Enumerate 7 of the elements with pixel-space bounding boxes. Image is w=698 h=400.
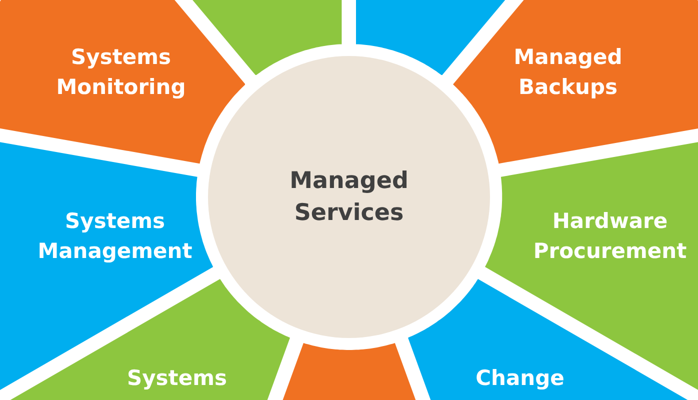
center-title: Managed Services <box>288 167 410 228</box>
segment-label: Change <box>474 364 566 392</box>
segment-label: Systems <box>126 364 228 392</box>
segment-label: Systems Management <box>36 208 194 265</box>
segment-label: Hardware Procurement <box>532 208 688 265</box>
segment-label: Managed Backups <box>512 44 624 101</box>
segment-label: Systems Monitoring <box>55 44 187 101</box>
